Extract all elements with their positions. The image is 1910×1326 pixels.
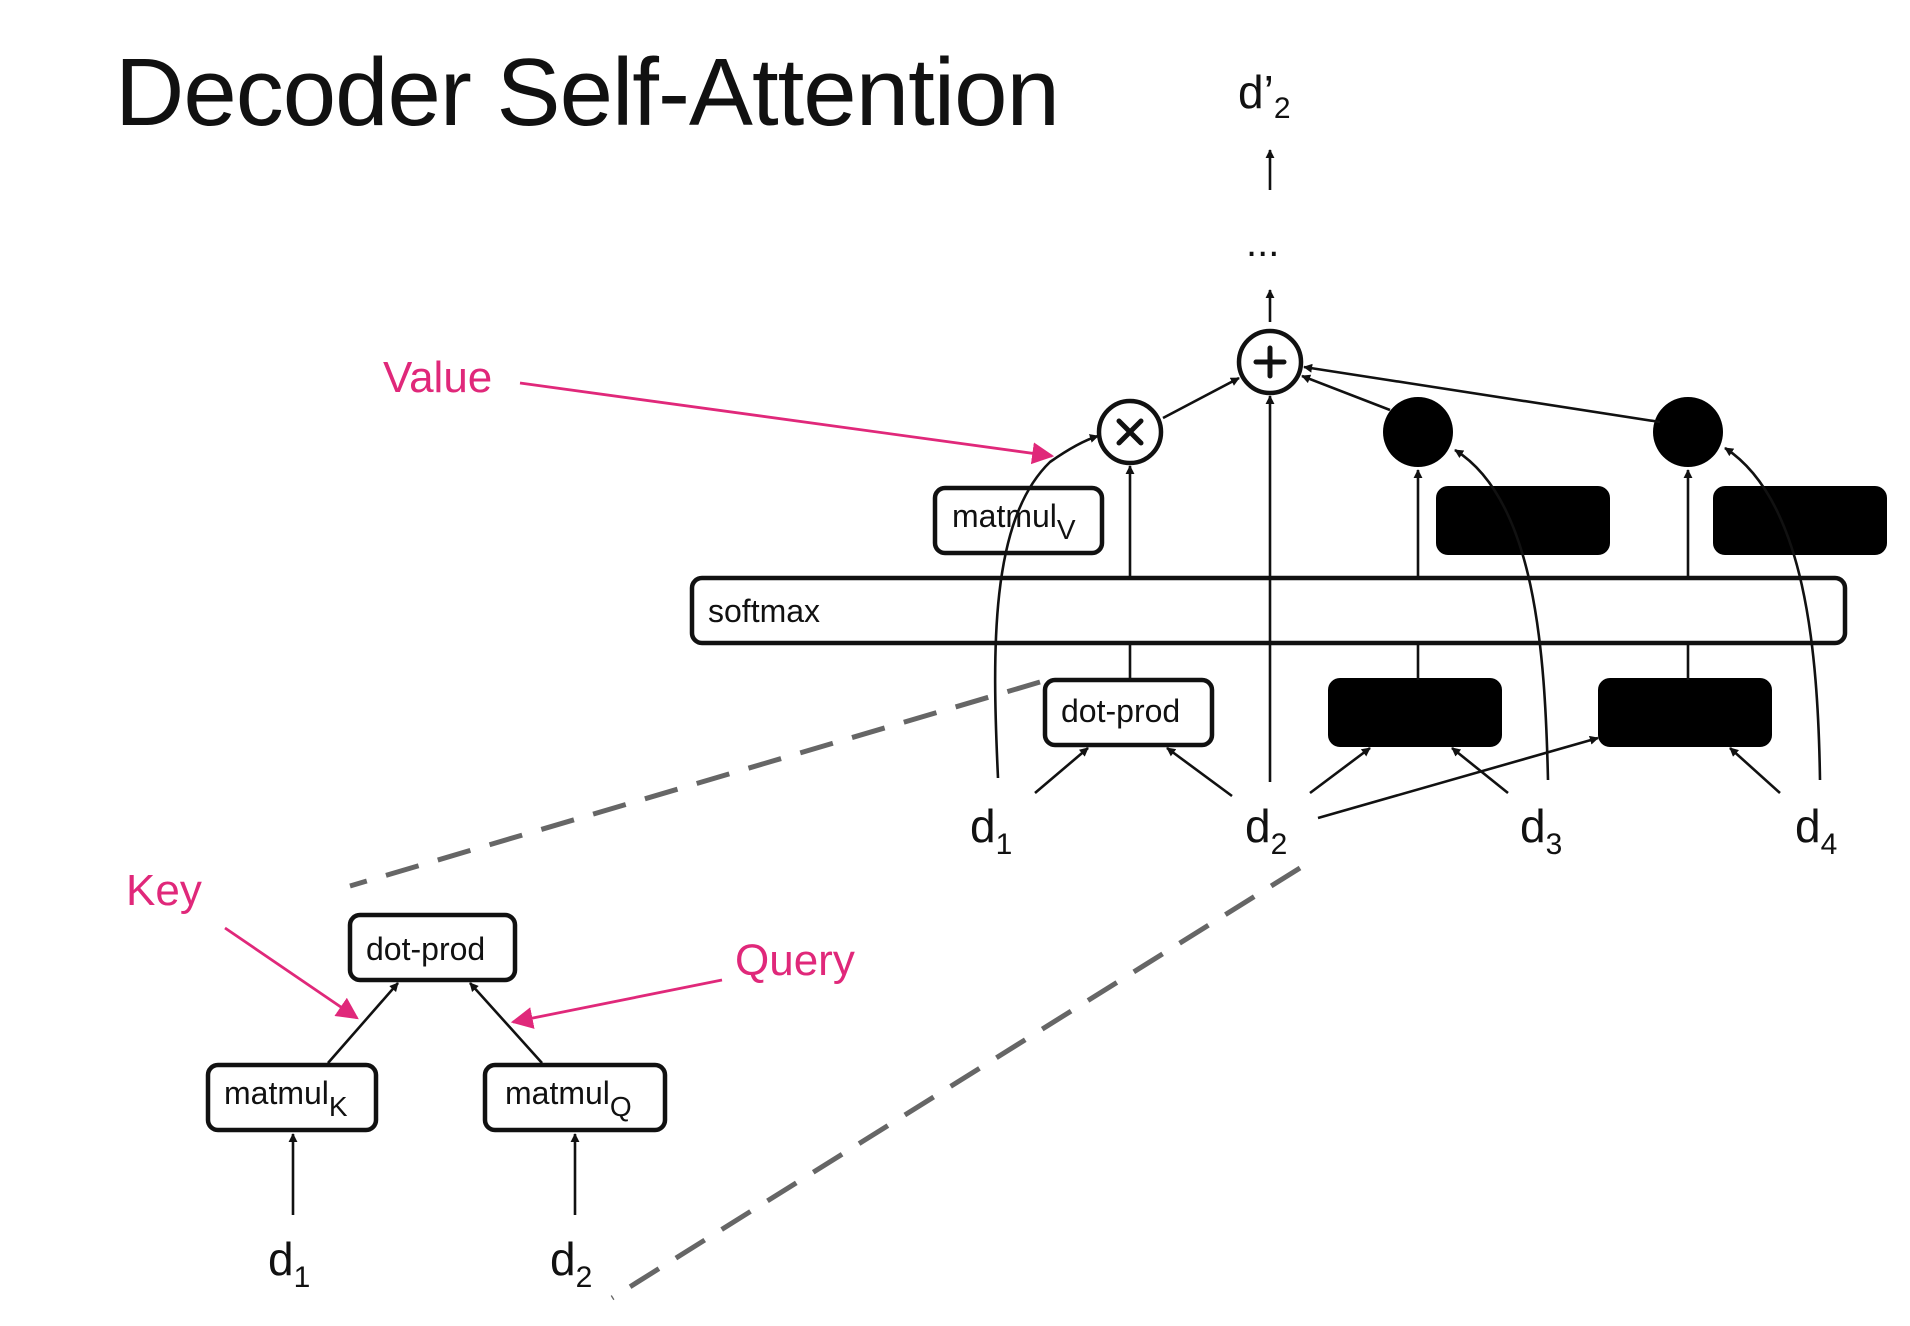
matmul-q-label: matmulQ xyxy=(505,1075,632,1122)
masked-times-d3 xyxy=(1383,397,1453,467)
masked-matmul-v-d3 xyxy=(1436,486,1610,555)
arrow-d4-value-to-masked xyxy=(1724,446,1822,781)
ellipsis: ... xyxy=(1246,221,1279,265)
arrow-d3-times-to-plus xyxy=(1301,374,1391,412)
dot-prod-main-label: dot-prod xyxy=(1061,693,1180,729)
input-d3: d3 xyxy=(1520,800,1562,861)
arrow-d2-to-dotprod xyxy=(1166,746,1233,798)
zoom-input-d2: d2 xyxy=(550,1233,592,1294)
zoom-dashed-line-bottom xyxy=(610,865,1302,1301)
masked-matmul-v-d4 xyxy=(1713,486,1887,555)
annotation-value: Value xyxy=(383,353,492,402)
annotation-value-arrow xyxy=(519,381,1055,465)
annotation-key-arrow xyxy=(224,926,359,1020)
dot-prod-zoom-box xyxy=(347,912,518,983)
arrow-times-to-plus xyxy=(1162,376,1240,420)
arrow-d2-to-masked-d3 xyxy=(1309,746,1371,795)
plus-glyph xyxy=(1253,345,1287,379)
annotation-query: Query xyxy=(735,936,855,985)
zoom-dashed-line-top xyxy=(349,679,1041,889)
zoom-input-d1: d1 xyxy=(268,1233,310,1294)
arrow-d3-value-to-masked xyxy=(1454,448,1550,781)
arrow-d4-to-masked-d4 xyxy=(1729,747,1781,794)
matmul-v-box xyxy=(932,485,1105,556)
masked-times-d4 xyxy=(1653,397,1723,467)
slide-title: Decoder Self-Attention xyxy=(115,39,1059,146)
times-glyph xyxy=(1116,418,1144,446)
masked-dot-prod-d4 xyxy=(1598,678,1772,747)
annotation-query-arrow xyxy=(510,978,723,1029)
input-d1: d1 xyxy=(970,800,1012,861)
matmul-q-box xyxy=(482,1062,668,1133)
arrow-matmul-q-to-dotprod xyxy=(469,982,543,1064)
matmul-v-label: matmulV xyxy=(952,498,1076,545)
softmax-label: softmax xyxy=(708,593,820,629)
arrow-d1-value-to-times xyxy=(993,434,1099,779)
masked-dot-prod-d3 xyxy=(1328,678,1502,747)
annotation-key: Key xyxy=(126,866,202,915)
dot-prod-zoom-label: dot-prod xyxy=(366,931,485,967)
input-d2: d2 xyxy=(1245,800,1287,861)
matmul-k-box xyxy=(205,1062,379,1133)
softmax-box xyxy=(689,575,1848,646)
arrow-matmul-k-to-dotprod xyxy=(327,982,399,1064)
matmul-k-label: matmulK xyxy=(224,1075,348,1122)
arrow-d1-to-dotprod xyxy=(1034,747,1089,794)
output-label: d’2 xyxy=(1238,66,1291,125)
arrow-d4-times-to-plus xyxy=(1303,363,1661,424)
arrow-d2-to-masked-d4 xyxy=(1317,735,1599,820)
dot-prod-main-box xyxy=(1042,677,1215,748)
input-d4: d4 xyxy=(1795,800,1837,861)
